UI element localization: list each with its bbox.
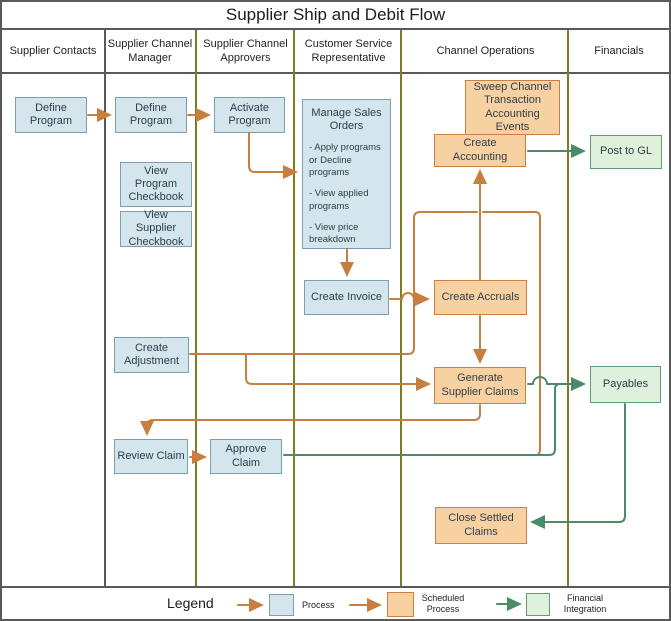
node-create-adjustment: Create Adjustment — [114, 337, 189, 373]
manage-sales-orders-bullet-3: - View price breakdown — [309, 222, 359, 246]
lane-header-supplier-channel-manager: Supplier Channel Manager — [107, 38, 193, 64]
legend: Legend Process Scheduled Process Financi… — [2, 588, 669, 619]
arrow-activate-to-manage-sales-orders — [248, 132, 298, 179]
lane-divider-4 — [400, 30, 402, 588]
lane-header-channel-operations: Channel Operations — [436, 45, 535, 58]
line-approve-claim-to-accounting-merge — [482, 211, 541, 456]
node-generate-supplier-claims: Generate Supplier Claims — [434, 367, 526, 404]
node-create-accruals: Create Accruals — [434, 280, 527, 315]
node-post-to-gl: Post to GL — [590, 135, 662, 169]
node-view-supplier-checkbook: View Supplier Checkbook — [120, 209, 192, 248]
diagram-title: Supplier Ship and Debit Flow — [2, 2, 669, 30]
legend-swatch-financial-integration — [526, 593, 550, 616]
node-close-settled-claims: Close Settled Claims — [435, 507, 527, 544]
arrow-create-invoice-to-create-accruals — [389, 292, 430, 306]
manage-sales-orders-bullet-1: - Apply programs or Decline programs — [309, 142, 381, 179]
legend-label-financial-integration: Financial Integration — [563, 593, 607, 615]
lane-divider-2 — [195, 30, 197, 588]
node-payables: Payables — [590, 366, 661, 403]
node-view-program-checkbook: View Program Checkbook — [120, 162, 192, 207]
node-define-program-supplier-contacts: Define Program — [15, 97, 87, 133]
lane-divider-3 — [293, 30, 295, 588]
lane-header-supplier-channel-approvers: Supplier Channel Approvers — [203, 38, 288, 64]
legend-swatch-scheduled-process — [387, 592, 414, 617]
node-create-invoice: Create Invoice — [304, 280, 389, 315]
node-activate-program: Activate Program — [214, 97, 285, 133]
legend-title: Legend — [167, 595, 214, 611]
legend-label-process: Process — [302, 600, 335, 610]
header-separator — [2, 72, 669, 74]
manage-sales-orders-title: Manage Sales Orders — [311, 107, 382, 133]
node-manage-sales-orders: Manage Sales Orders - Apply programs or … — [302, 99, 391, 249]
node-review-claim: Review Claim — [114, 439, 188, 474]
node-approve-claim: Approve Claim — [210, 439, 282, 474]
lane-divider-1 — [104, 30, 106, 588]
legend-label-scheduled-process: Scheduled Process — [421, 593, 465, 615]
node-create-accounting: Create Accounting — [434, 134, 526, 167]
lane-header-financials: Financials — [594, 45, 644, 58]
lane-divider-5 — [567, 30, 569, 588]
node-sweep-channel-transaction-accounting-events: Sweep Channel Transaction Accounting Eve… — [465, 80, 560, 135]
arrow-payables-to-close-settled-claims — [530, 403, 626, 529]
lane-header-customer-service-representative: Customer Service Representative — [304, 38, 393, 64]
manage-sales-orders-bullet-2: - View applied programs — [309, 188, 369, 212]
lane-bottom-border — [2, 586, 669, 588]
lane-header-supplier-contacts: Supplier Contacts — [9, 45, 97, 58]
arrow-generate-claims-to-payables — [527, 376, 586, 391]
legend-swatch-process — [269, 594, 294, 616]
node-define-program-channel-manager: Define Program — [115, 97, 187, 133]
